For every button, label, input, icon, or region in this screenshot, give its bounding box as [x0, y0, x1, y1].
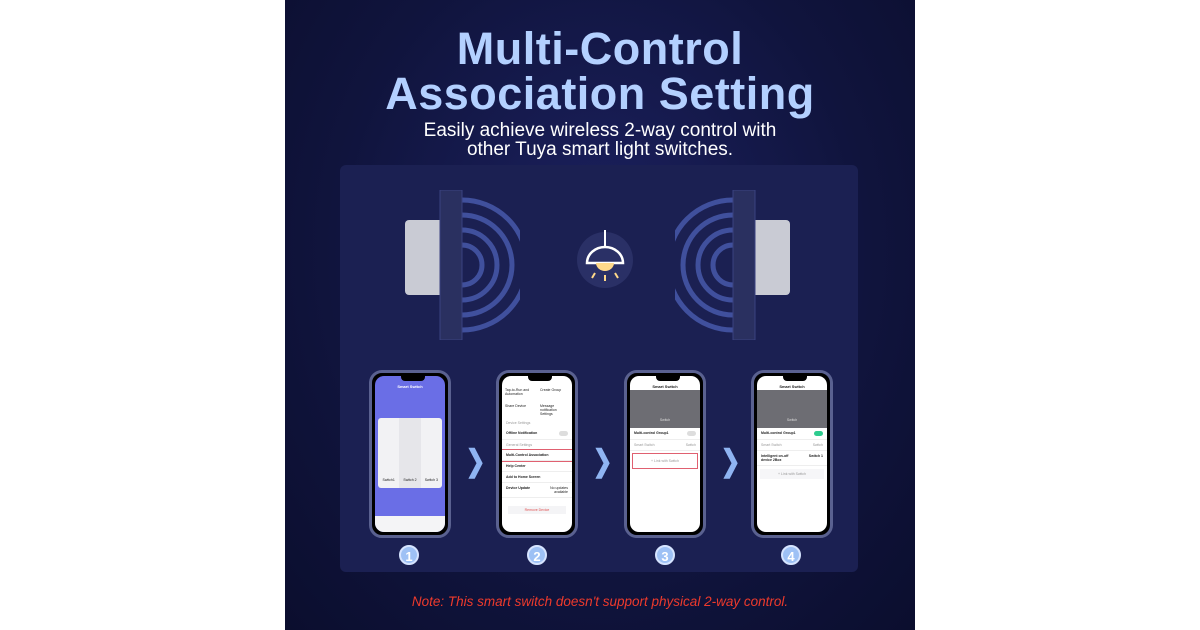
- right-switch-icon: [675, 190, 790, 340]
- linked-device-val: Switch 1: [808, 454, 823, 458]
- step-number-2: 2: [527, 545, 547, 565]
- link-with-switch-button[interactable]: + Link with Switch: [632, 453, 698, 469]
- title-line-2: Association Setting: [385, 68, 815, 119]
- phone3-group: Multi-control Group1: [634, 431, 669, 435]
- phone4-group: Multi-control Group1: [761, 431, 796, 435]
- offline-toggle[interactable]: [559, 431, 568, 436]
- phone-step-2: Tap-to-Run and Automation Create Group S…: [496, 370, 578, 538]
- help-center-item[interactable]: Help Center: [502, 461, 572, 472]
- phone-step-4: Smart Switch Switch Multi-control Group1…: [751, 370, 833, 538]
- arrow-icon: ❯: [720, 445, 741, 478]
- device-update-item[interactable]: Device Update No updates available: [502, 483, 572, 498]
- phone4-title: Smart Switch: [779, 384, 805, 389]
- arrow-icon: ❯: [465, 445, 486, 478]
- section-general: General Settings: [506, 443, 533, 447]
- offline-notification: Offline Notification: [506, 431, 538, 435]
- phone3-toggle[interactable]: [687, 431, 696, 436]
- multi-control-association-item[interactable]: Multi-Control Association: [502, 449, 572, 462]
- step-number-1: 1: [399, 545, 419, 565]
- menu-share-device[interactable]: Share Device: [505, 404, 527, 408]
- phone4-link-button[interactable]: + Link with Switch: [760, 469, 824, 479]
- phone4-member: Smart Switch: [761, 443, 782, 447]
- menu-tap-to-run[interactable]: Tap-to-Run and Automation: [505, 388, 530, 396]
- help-label: Help Center: [506, 464, 526, 468]
- add-home-item[interactable]: Add to Home Screen: [502, 472, 572, 483]
- menu-message-settings[interactable]: Message notification Settings: [540, 404, 557, 416]
- phone1-title: Smart Switch: [397, 384, 423, 389]
- arrow-icon: ❯: [592, 445, 613, 478]
- gang-2[interactable]: Switch 2: [399, 418, 421, 488]
- ceiling-lamp-icon: [577, 230, 633, 288]
- phone4-device: Switch: [757, 390, 827, 428]
- step-number-3: 3: [655, 545, 675, 565]
- update-label: Device Update: [506, 486, 531, 490]
- gang-1[interactable]: Switch1: [382, 478, 395, 482]
- menu-create-group[interactable]: Create Group: [540, 388, 562, 392]
- phone3-title: Smart Switch: [652, 384, 678, 389]
- phone4-member-val: Switch: [812, 443, 823, 447]
- title-line-1: Multi-Control: [456, 23, 744, 74]
- remove-device-button[interactable]: Remove Device: [508, 506, 566, 514]
- linked-device: Intelligent on-off device 2Box: [761, 454, 789, 462]
- update-status: No updates available: [550, 486, 568, 494]
- phone3-member-val: Switch: [685, 443, 696, 447]
- phone-step-3: Smart Switch Switch Multi-control Group1…: [624, 370, 706, 538]
- subtitle-line-1: Easily achieve wireless 2-way control wi…: [423, 120, 777, 141]
- phone4-toggle[interactable]: [814, 431, 823, 436]
- poster: Multi-Control Association Setting Easily…: [285, 0, 915, 630]
- subtitle-line-2: other Tuya smart light switches.: [466, 139, 734, 160]
- note-text: Note: This smart switch doesn't support …: [411, 594, 789, 609]
- left-switch-icon: [405, 190, 520, 340]
- phone3-member: Smart Switch: [634, 443, 655, 447]
- step-number-4: 4: [781, 545, 801, 565]
- phone-step-1: Smart Switch Switch1 Switch 2 Switch 3: [369, 370, 451, 538]
- home-label: Add to Home Screen: [506, 475, 541, 479]
- phone3-device: Switch: [630, 390, 700, 428]
- bottom-toolbar[interactable]: [375, 516, 445, 532]
- multi-label: Multi-Control Association: [506, 453, 549, 457]
- section-device-settings: Device Settings: [506, 421, 531, 425]
- gang-3[interactable]: Switch 3: [424, 478, 438, 482]
